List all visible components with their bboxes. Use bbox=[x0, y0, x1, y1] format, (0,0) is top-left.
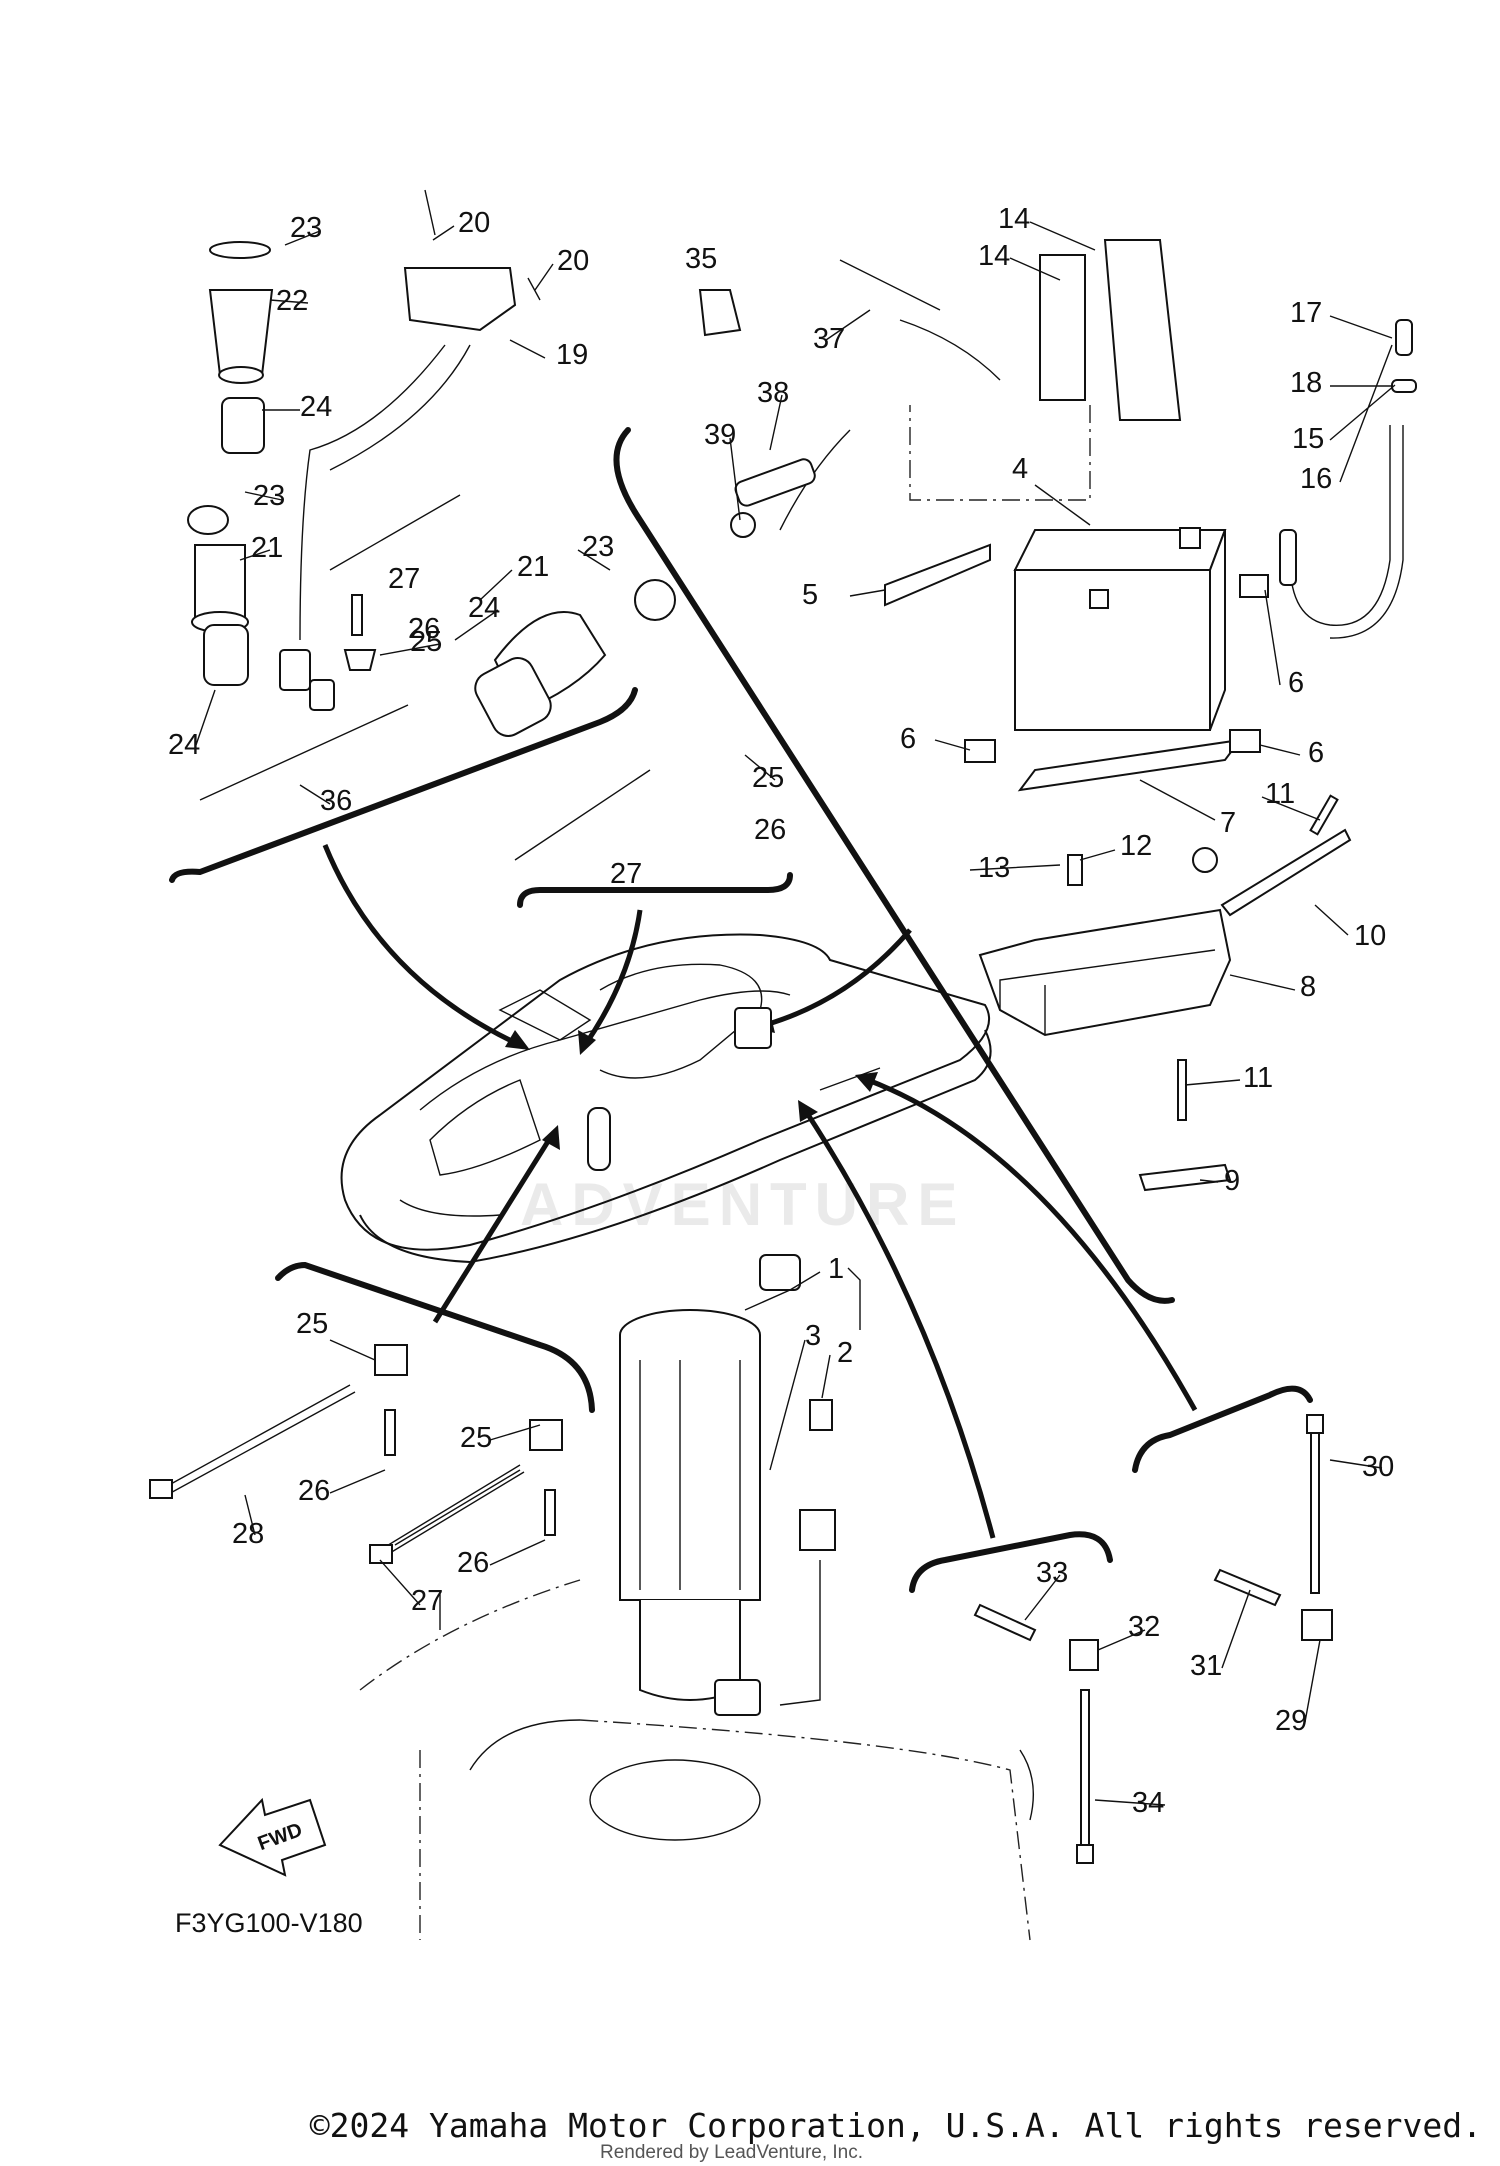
callout-label: 9 bbox=[1224, 1165, 1240, 1197]
callout-labels: 1 2 3 4 5 6 6 6 7 8 9 10 11 11 12 13 14 … bbox=[168, 203, 1394, 1819]
arrow-battery bbox=[764, 928, 912, 1028]
callout-label: 3 bbox=[805, 1320, 821, 1352]
callout-label: 37 bbox=[813, 323, 845, 355]
callout-label: 19 bbox=[556, 339, 588, 371]
callout-label: 4 bbox=[1012, 453, 1028, 485]
callout-label: 25 bbox=[752, 762, 784, 794]
fuel-pump-assembly bbox=[359, 1254, 1035, 1941]
callout-label: 7 bbox=[1220, 807, 1236, 839]
group-bracket-top-left bbox=[169, 687, 638, 883]
callout-label: 6 bbox=[900, 723, 916, 755]
callout-label: 18 bbox=[1290, 367, 1322, 399]
rendered-by-text: Rendered by LeadVenture, Inc. bbox=[600, 2142, 864, 2163]
arrow-bottom-left bbox=[432, 1133, 555, 1324]
arrow-bottom-center bbox=[802, 1108, 996, 1539]
callout-label: 14 bbox=[998, 203, 1030, 235]
callout-label: 27 bbox=[388, 563, 420, 595]
callout-label: 2 bbox=[837, 1337, 853, 1369]
callout-label: 24 bbox=[300, 391, 332, 423]
group-bracket-battery bbox=[613, 427, 1175, 1304]
callout-label: 24 bbox=[468, 592, 500, 624]
arrow-top-left bbox=[322, 844, 522, 1048]
callout-label: 26 bbox=[408, 613, 440, 645]
callout-label: 38 bbox=[757, 377, 789, 409]
leader-lines bbox=[195, 221, 1396, 1806]
callout-label: 6 bbox=[1308, 737, 1324, 769]
callout-label: 11 bbox=[1265, 778, 1295, 810]
callout-label: 29 bbox=[1275, 1705, 1307, 1737]
callout-label: 25 bbox=[296, 1308, 328, 1340]
callout-label: 24 bbox=[168, 729, 200, 761]
callout-label: 20 bbox=[458, 207, 490, 239]
callout-label: 23 bbox=[582, 531, 614, 563]
battery-parts bbox=[698, 239, 1417, 1192]
callout-label: 35 bbox=[685, 243, 717, 275]
callout-label: 16 bbox=[1300, 463, 1332, 495]
group-bracket-bottom-right bbox=[1132, 1385, 1313, 1473]
watermark-text: ADVENTURE bbox=[520, 1171, 965, 1238]
top-left-parts bbox=[187, 189, 676, 861]
bottom-left-parts bbox=[149, 1344, 563, 1564]
callout-label: 32 bbox=[1128, 1611, 1160, 1643]
group-bracket-top-center bbox=[517, 872, 793, 908]
callout-label: 15 bbox=[1292, 423, 1324, 455]
callout-label: 1 bbox=[828, 1253, 844, 1285]
callout-label: 26 bbox=[457, 1547, 489, 1579]
arrow-bottom-right bbox=[867, 1077, 1198, 1412]
callout-label: 17 bbox=[1290, 297, 1322, 329]
callout-label: 31 bbox=[1190, 1650, 1222, 1682]
callout-label: 33 bbox=[1036, 1557, 1068, 1589]
callout-label: 26 bbox=[298, 1475, 330, 1507]
callout-label: 12 bbox=[1120, 830, 1152, 862]
callout-label: 28 bbox=[232, 1518, 264, 1550]
bottom-right-parts bbox=[973, 1414, 1333, 1864]
callout-label: 5 bbox=[802, 579, 818, 611]
callout-label: 14 bbox=[978, 240, 1010, 272]
callout-label: 23 bbox=[290, 212, 322, 244]
copyright-text: ©2024 Yamaha Motor Corporation, U.S.A. A… bbox=[309, 2106, 1482, 2145]
callout-label: 25 bbox=[410, 626, 442, 658]
callout-label: 21 bbox=[251, 532, 283, 564]
group-bracket-bottom-left bbox=[275, 1261, 595, 1413]
callout-label: 20 bbox=[557, 245, 589, 277]
fwd-arrow-icon: FWD bbox=[218, 1797, 327, 1877]
callout-label: 10 bbox=[1354, 920, 1386, 952]
callout-label: 6 bbox=[1288, 667, 1304, 699]
group-bracket-bottom-center bbox=[909, 1531, 1113, 1593]
callout-label: 27 bbox=[610, 858, 642, 890]
callout-label: 23 bbox=[253, 480, 285, 512]
callout-label: 25 bbox=[460, 1422, 492, 1454]
watercraft-illustration bbox=[340, 933, 992, 1264]
diagram-code: F3YG100-V180 bbox=[175, 1908, 363, 1938]
callout-label: 11 bbox=[1243, 1062, 1273, 1094]
callout-label: 21 bbox=[517, 551, 549, 583]
callout-label: 26 bbox=[754, 814, 786, 846]
callout-label: 8 bbox=[1300, 971, 1316, 1003]
